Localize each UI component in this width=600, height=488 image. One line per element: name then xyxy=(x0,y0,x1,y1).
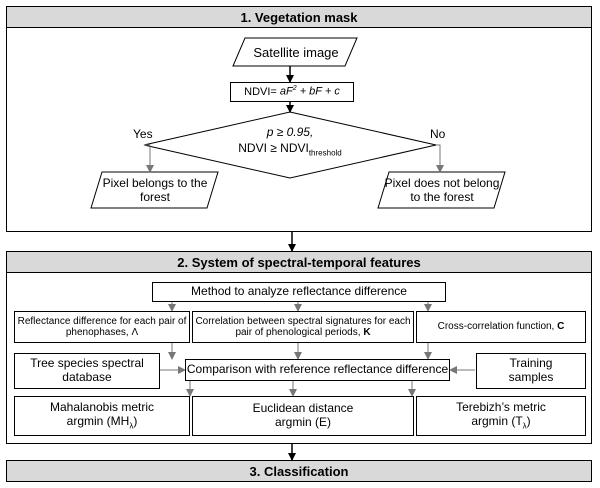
decision-diamond xyxy=(143,111,437,179)
correlation-box: Correlation between spectral signatures … xyxy=(192,311,414,343)
method-box: Method to analyze reflectance difference xyxy=(152,282,446,302)
euclidean-label: Euclidean distance xyxy=(252,401,354,416)
terebizh-label: Terebizh’s metric xyxy=(456,400,546,415)
tree-species-database-box: Tree species spectral database xyxy=(14,353,160,389)
reflectance-difference-box: Reflectance difference for each pair of … xyxy=(14,311,190,343)
decision-sub: threshold xyxy=(308,148,342,158)
ndvi-formula-b: + bF + c xyxy=(296,86,340,98)
mahalanobis-arg: argmin (MH xyxy=(66,414,130,429)
not-forest-output-label: Pixel does not belong to the forest xyxy=(384,175,507,204)
lambda-symbol: Λ xyxy=(131,327,139,338)
terebizh-arg: argmin (T xyxy=(471,414,523,429)
euclidean-box: Euclidean distance argmin (E) xyxy=(192,396,414,436)
satellite-image-label: Satellite image xyxy=(253,44,339,60)
cross-correlation-box: Cross-correlation function, C xyxy=(416,311,586,343)
mahalanobis-label: Mahalanobis metric xyxy=(49,400,155,415)
not-forest-shape xyxy=(377,171,506,209)
section3-header: 3. Classification xyxy=(6,460,592,482)
k-symbol: K xyxy=(363,327,371,338)
c-symbol: C xyxy=(557,321,565,333)
training-samples-box: Training samples xyxy=(476,353,586,389)
terebizh-lambda: λ xyxy=(522,421,527,431)
section2-frame xyxy=(6,272,592,444)
section3-title: 3. Classification xyxy=(249,463,349,479)
section1-title: 1. Vegetation mask xyxy=(240,9,358,25)
comparison-box: Comparison with reference reflectance di… xyxy=(185,359,450,381)
ndvi-prefix: NDVI= xyxy=(244,85,280,98)
ndvi-exp: 2 xyxy=(292,85,297,93)
satellite-shape xyxy=(232,37,358,67)
section2-title: 2. System of spectral-temporal features xyxy=(177,254,421,270)
ndvi-formula-box: NDVI= aF2 + bF + c xyxy=(230,82,354,102)
mahalanobis-lambda: λ xyxy=(129,421,134,431)
decision-line1: p ≥ 0.95, xyxy=(266,125,314,139)
euclidean-arg: argmin (E) xyxy=(274,415,331,429)
no-label: No xyxy=(430,127,446,141)
mahalanobis-box: Mahalanobis metric argmin (MHλ) xyxy=(14,396,190,436)
section1-frame xyxy=(6,27,592,232)
decision-text: p ≥ 0.95, NDVI ≥ NDVIthreshold xyxy=(210,124,370,166)
decision-line2: NDVI ≥ NDVIthreshold xyxy=(238,141,342,158)
forest-output-label: Pixel belongs to the forest xyxy=(102,175,208,204)
yes-label: Yes xyxy=(133,127,153,141)
ndvi-formula-a: aF xyxy=(279,86,293,98)
terebizh-box: Terebizh’s metric argmin (Tλ) xyxy=(416,396,586,436)
forest-shape xyxy=(90,171,219,209)
